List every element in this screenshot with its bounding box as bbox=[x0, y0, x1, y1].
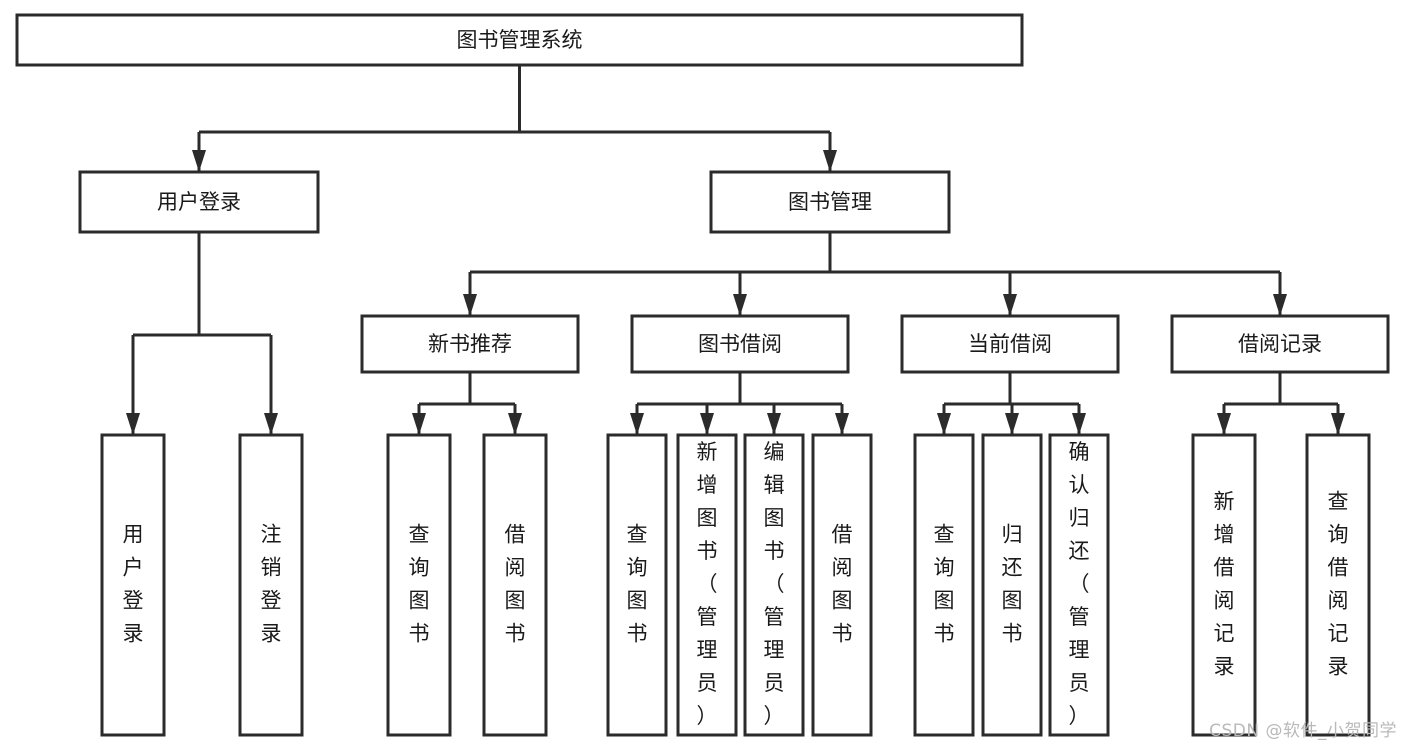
node-leaf-logout[interactable]: 注销登录 bbox=[238, 433, 304, 737]
node-leaf-query-record[interactable]: 查询借阅记录 bbox=[1305, 433, 1371, 737]
arrow-head-icon bbox=[1005, 413, 1019, 435]
node-box-current-borrow bbox=[900, 314, 1120, 374]
connector-currentborrow-to-leaves bbox=[937, 372, 1086, 435]
arrow-head-icon bbox=[412, 413, 426, 435]
node-label-leaf-return-book: 归还图书 bbox=[1002, 523, 1023, 646]
node-leaf-add-book[interactable]: 新增图书（管理员） bbox=[676, 433, 738, 737]
node-label-book-borrow: 图书借阅 bbox=[698, 332, 782, 356]
arrow-head-icon bbox=[1217, 413, 1231, 435]
node-new-book-rec[interactable]: 新书推荐 bbox=[360, 314, 580, 374]
node-leaf-query-book-current[interactable]: 查询图书 bbox=[913, 433, 975, 737]
node-label-user-login: 用户登录 bbox=[157, 190, 241, 214]
arrow-head-icon bbox=[1003, 294, 1017, 316]
node-box-leaf-query-book-rec bbox=[386, 433, 452, 737]
arrow-head-icon bbox=[264, 413, 278, 435]
connector-newbookrec-to-leaves bbox=[412, 372, 522, 435]
node-leaf-borrow-book-rec[interactable]: 借阅图书 bbox=[482, 433, 548, 737]
connector-userlogin-to-leaves bbox=[126, 232, 278, 435]
arrow-head-icon bbox=[126, 413, 140, 435]
node-label-leaf-borrow-book: 借阅图书 bbox=[832, 523, 853, 646]
arrow-head-icon bbox=[508, 413, 522, 435]
node-box-leaf-query-book-borrow bbox=[606, 433, 668, 737]
node-label-leaf-query-book-borrow: 查询图书 bbox=[627, 523, 648, 646]
connector-borrowrecord-to-leaves bbox=[1217, 372, 1345, 435]
connector-root-to-level2 bbox=[192, 65, 837, 172]
node-box-leaf-user-login bbox=[100, 433, 166, 737]
node-leaf-add-record[interactable]: 新增借阅记录 bbox=[1191, 433, 1257, 737]
node-box-leaf-add-book bbox=[676, 433, 738, 737]
arrow-head-icon bbox=[823, 150, 837, 172]
node-layer: 图书管理系统用户登录图书管理新书推荐图书借阅当前借阅借阅记录用户登录注销登录查询… bbox=[15, 13, 1390, 737]
node-root[interactable]: 图书管理系统 bbox=[15, 13, 1024, 67]
node-box-leaf-edit-book bbox=[743, 433, 805, 737]
node-leaf-query-book-borrow[interactable]: 查询图书 bbox=[606, 433, 668, 737]
node-user-login[interactable]: 用户登录 bbox=[78, 170, 320, 234]
arrow-head-icon bbox=[835, 413, 849, 435]
node-box-leaf-borrow-book-rec bbox=[482, 433, 548, 737]
node-leaf-edit-book[interactable]: 编辑图书（管理员） bbox=[743, 433, 805, 737]
arrow-head-icon bbox=[700, 413, 714, 435]
arrow-head-icon bbox=[733, 294, 747, 316]
node-leaf-confirm-return[interactable]: 确认归还（管理员） bbox=[1048, 433, 1110, 737]
node-leaf-user-login[interactable]: 用户登录 bbox=[100, 433, 166, 737]
arrow-head-icon bbox=[630, 413, 644, 435]
node-label-leaf-logout: 注销登录 bbox=[261, 523, 282, 646]
node-label-root: 图书管理系统 bbox=[457, 28, 583, 52]
node-leaf-borrow-book[interactable]: 借阅图书 bbox=[811, 433, 873, 737]
arrow-head-icon bbox=[767, 413, 781, 435]
arrow-head-icon bbox=[1331, 413, 1345, 435]
arrow-head-icon bbox=[192, 150, 206, 172]
node-label-leaf-confirm-return: 确认归还（管理员） bbox=[1069, 440, 1090, 728]
node-label-leaf-borrow-book-rec: 借阅图书 bbox=[505, 523, 526, 646]
connector-bookborrow-to-leaves bbox=[630, 372, 849, 435]
node-box-leaf-query-record bbox=[1305, 433, 1371, 737]
arrow-head-icon bbox=[1072, 413, 1086, 435]
arrow-head-icon bbox=[463, 294, 477, 316]
node-box-book-manage bbox=[709, 170, 951, 234]
node-book-borrow[interactable]: 图书借阅 bbox=[630, 314, 850, 374]
node-label-leaf-add-record: 新增借阅记录 bbox=[1214, 490, 1235, 679]
node-leaf-query-book-rec[interactable]: 查询图书 bbox=[386, 433, 452, 737]
node-box-new-book-rec bbox=[360, 314, 580, 374]
node-box-root bbox=[15, 13, 1024, 67]
node-current-borrow[interactable]: 当前借阅 bbox=[900, 314, 1120, 374]
node-box-leaf-confirm-return bbox=[1048, 433, 1110, 737]
node-book-manage[interactable]: 图书管理 bbox=[709, 170, 951, 234]
node-label-current-borrow: 当前借阅 bbox=[968, 332, 1052, 356]
connector-layer bbox=[126, 65, 1345, 435]
node-box-leaf-return-book bbox=[981, 433, 1043, 737]
node-box-leaf-add-record bbox=[1191, 433, 1257, 737]
node-box-book-borrow bbox=[630, 314, 850, 374]
connector-bookmanage-to-level3 bbox=[463, 232, 1287, 316]
node-label-leaf-query-record: 查询借阅记录 bbox=[1328, 490, 1349, 679]
node-label-borrow-record: 借阅记录 bbox=[1238, 332, 1322, 356]
node-label-leaf-edit-book: 编辑图书（管理员） bbox=[764, 440, 785, 728]
node-label-leaf-add-book: 新增图书（管理员） bbox=[697, 440, 718, 728]
node-box-user-login bbox=[78, 170, 320, 234]
node-box-leaf-logout bbox=[238, 433, 304, 737]
node-borrow-record[interactable]: 借阅记录 bbox=[1170, 314, 1390, 374]
node-box-borrow-record bbox=[1170, 314, 1390, 374]
node-label-leaf-query-book-rec: 查询图书 bbox=[409, 523, 430, 646]
node-box-leaf-borrow-book bbox=[811, 433, 873, 737]
arrow-head-icon bbox=[937, 413, 951, 435]
node-label-book-manage: 图书管理 bbox=[788, 190, 872, 214]
watermark-text: CSDN @软件_小贺同学 bbox=[1209, 721, 1397, 741]
arrow-head-icon bbox=[1273, 294, 1287, 316]
node-box-leaf-query-book-current bbox=[913, 433, 975, 737]
node-label-new-book-rec: 新书推荐 bbox=[428, 332, 512, 356]
node-label-leaf-user-login: 用户登录 bbox=[123, 523, 144, 646]
node-leaf-return-book[interactable]: 归还图书 bbox=[981, 433, 1043, 737]
node-label-leaf-query-book-current: 查询图书 bbox=[934, 523, 955, 646]
